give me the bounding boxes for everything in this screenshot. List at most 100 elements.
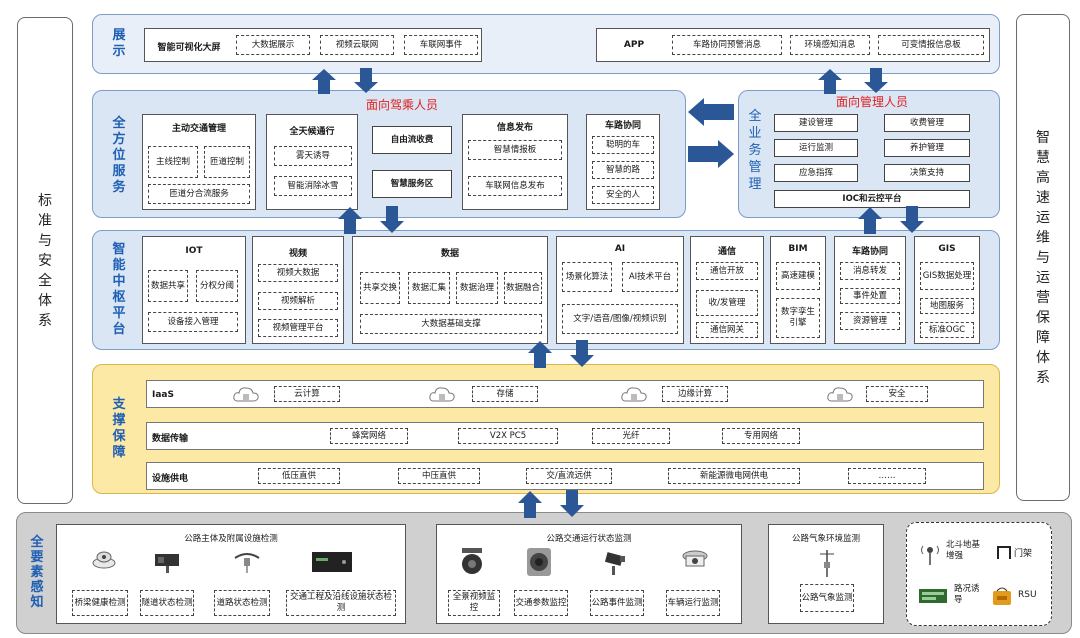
left-system-panel: 标准与安全体系 xyxy=(17,17,73,504)
transport-label: 数据传输 xyxy=(152,434,189,444)
weather-station-icon xyxy=(818,548,836,578)
ai-title: AI xyxy=(614,244,626,254)
hub-layer-label: 智能中枢平台 xyxy=(112,242,126,337)
infra-item-0: 桥梁健康检测 xyxy=(72,590,128,616)
service-hub-arrows xyxy=(338,206,404,234)
iot-item-2: 设备接入管理 xyxy=(148,312,238,332)
iot-item-1: 分权分阈 xyxy=(196,270,238,302)
transport-item-1: V2X PC5 xyxy=(458,428,558,444)
infra-item-2: 道路状态检测 xyxy=(214,590,270,616)
infra-item-1: 隧道状态检测 xyxy=(140,590,194,616)
free-flow-box: 自由流收费 xyxy=(372,126,452,154)
data-item-0: 共享交换 xyxy=(360,272,400,304)
hub-support-arrows xyxy=(528,340,594,368)
bim-item-0: 高速建模 xyxy=(776,262,820,290)
panoramic-camera-icon xyxy=(456,546,488,576)
hub-v2x-title: 车路协同 xyxy=(851,247,888,257)
active-item-1: 匝道控制 xyxy=(204,146,250,178)
guidance-board-icon xyxy=(918,586,948,606)
business-layer-label: 全业务管理 xyxy=(748,108,762,192)
traffic-item-0: 全景视频监控 xyxy=(448,590,500,616)
gis-item-1: 地图服务 xyxy=(920,298,974,314)
power-item-2: 交/直流远供 xyxy=(526,468,612,484)
roadside-device-group xyxy=(906,522,1052,626)
beidou-label: 北斗地基增强 xyxy=(946,540,981,561)
iaas-item-0: 云计算 xyxy=(274,386,340,402)
power-item-0: 低压直供 xyxy=(258,468,340,484)
biz-item-0: 建设管理 xyxy=(774,114,858,132)
event-camera-icon xyxy=(602,548,630,576)
power-item-3: 新能源微电网供电 xyxy=(668,468,800,484)
manager-title: 面向管理人员 xyxy=(836,95,909,109)
vehicle-radar-icon xyxy=(680,548,710,574)
business-hub-arrows xyxy=(858,206,924,234)
infra-detect-title: 公路主体及附属设施检测 xyxy=(184,534,278,544)
biz-item-3: 养护管理 xyxy=(884,139,970,157)
rsu-icon xyxy=(990,584,1014,608)
iaas-item-1: 存储 xyxy=(472,386,538,402)
active-mgmt-title: 主动交通管理 xyxy=(171,124,226,134)
service-v2x-title: 车路协同 xyxy=(604,121,641,131)
transport-item-3: 专用网络 xyxy=(722,428,800,444)
bs-item-2: 车联网事件 xyxy=(404,35,478,55)
power-item-4: …… xyxy=(848,468,926,484)
bs-item-0: 大数据展示 xyxy=(236,35,310,55)
gantry-label: 门架 xyxy=(1014,549,1033,559)
support-sense-arrows xyxy=(518,490,584,518)
power-label: 设施供电 xyxy=(152,474,189,484)
tunnel-sensor-icon xyxy=(152,548,182,574)
gis-item-2: 标准OGC xyxy=(920,322,974,338)
big-screen-title: 智能可视化大屏 xyxy=(157,43,221,53)
gis-item-0: GIS数据处理 xyxy=(920,262,974,290)
gantry-icon xyxy=(996,544,1012,560)
info-title: 信息发布 xyxy=(496,123,533,133)
cloud-icon xyxy=(621,387,647,402)
cloud-icon xyxy=(827,387,853,402)
biz-item-4: 应急指挥 xyxy=(774,164,858,182)
video-title: 视频 xyxy=(288,249,307,259)
bridge-sensor-icon xyxy=(90,548,118,570)
biz-item-1: 收费管理 xyxy=(884,114,970,132)
comm-title: 通信 xyxy=(717,247,736,257)
display-business-arrows xyxy=(818,68,888,94)
support-layer-label: 支撑保障 xyxy=(112,397,126,460)
iaas-item-2: 边缘计算 xyxy=(662,386,728,402)
traffic-item-2: 公路事件监测 xyxy=(590,590,644,616)
data-item-3: 数据融合 xyxy=(504,272,542,304)
right-system-panel: 智慧高速运维与运营保障体系 xyxy=(1016,14,1070,501)
app-item-0: 车路协同预警消息 xyxy=(672,35,782,55)
app-item-2: 可变情报信息板 xyxy=(878,35,984,55)
weather-title: 公路气象环境监测 xyxy=(791,534,860,544)
smart-area-box: 智慧服务区 xyxy=(372,170,452,198)
hub-v2x-item-1: 事件处置 xyxy=(840,288,900,304)
driver-title: 面向驾乘人员 xyxy=(366,98,439,112)
iaas-label: IaaS xyxy=(152,390,174,400)
service-v2x-item-0: 聪明的车 xyxy=(592,136,654,154)
left-system-label: 标准与安全体系 xyxy=(38,192,52,329)
bim-item-1: 数字孪生引擎 xyxy=(776,298,820,338)
transport-row xyxy=(146,422,984,450)
service-layer-label: 全方位服务 xyxy=(112,116,126,195)
beidou-antenna-icon xyxy=(918,540,942,566)
rsu-label: RSU xyxy=(1018,590,1037,600)
cloud-icon xyxy=(233,387,259,402)
iot-item-0: 数据共享 xyxy=(148,270,188,302)
data-item-1: 数据汇集 xyxy=(408,272,450,304)
allday-title: 全天候通行 xyxy=(289,127,335,137)
active-item-0: 主线控制 xyxy=(148,146,198,178)
comm-item-0: 通信开放 xyxy=(696,262,758,280)
guidance-label: 路况诱导 xyxy=(954,584,980,605)
comm-item-1: 收/发管理 xyxy=(696,290,758,316)
display-service-arrows xyxy=(312,68,378,94)
video-item-1: 视频解析 xyxy=(258,292,338,310)
iot-title: IOT xyxy=(185,246,203,256)
right-system-label: 智慧高速运维与运营保障体系 xyxy=(1036,129,1050,386)
transport-item-2: 光纤 xyxy=(592,428,670,444)
traffic-item-3: 车辆运行监测 xyxy=(666,590,720,616)
weather-item-0: 公路气象监测 xyxy=(800,584,854,612)
app-item-1: 环境感知消息 xyxy=(790,35,870,55)
ai-item-1: AI技术平台 xyxy=(622,262,678,292)
power-item-1: 中压直供 xyxy=(398,468,480,484)
comm-item-2: 通信网关 xyxy=(696,322,758,338)
traffic-monitor-title: 公路交通运行状态监测 xyxy=(546,534,632,544)
